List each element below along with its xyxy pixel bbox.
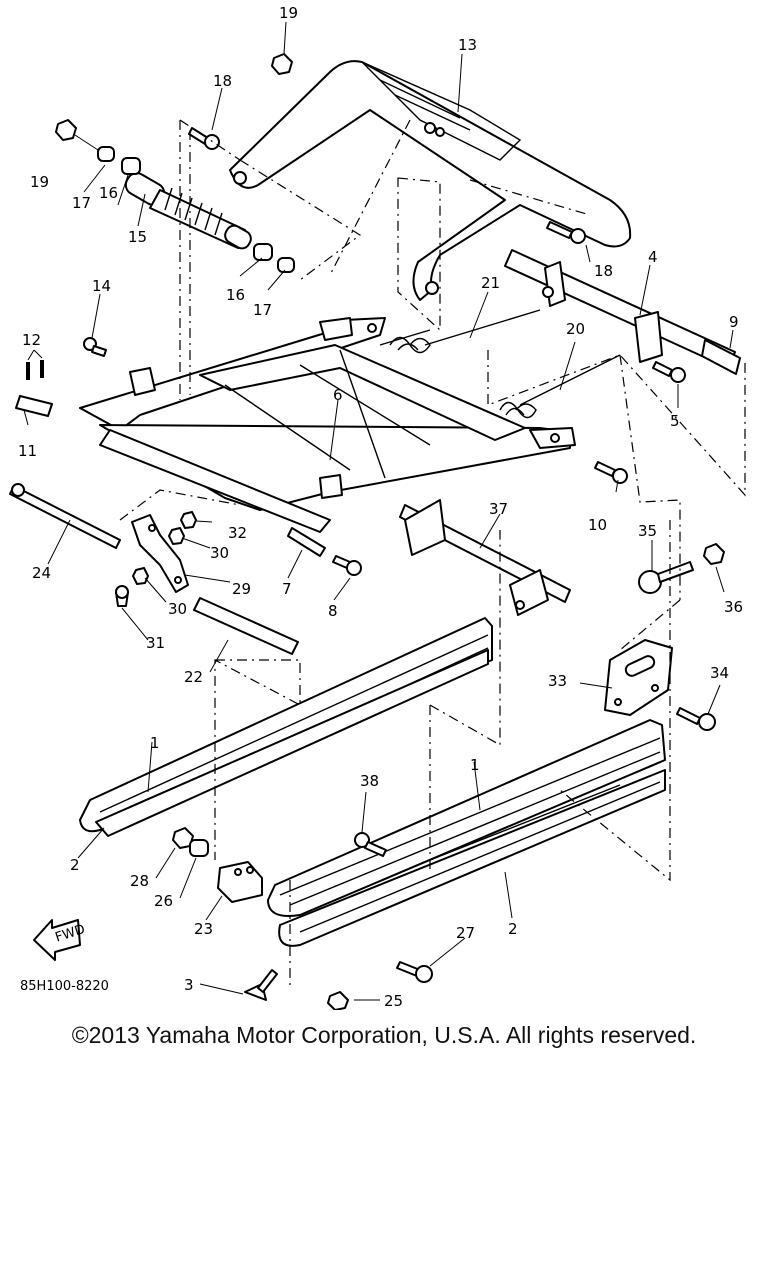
cap-12[interactable]	[26, 360, 44, 380]
callout-14: 14	[92, 277, 111, 295]
callout-16-right: 16	[226, 286, 245, 304]
bolt-31[interactable]	[115, 585, 129, 607]
eyebolt-35[interactable]	[638, 561, 694, 594]
callout-3: 3	[184, 976, 194, 994]
callout-9: 9	[729, 313, 739, 331]
callout-1-right: 1	[470, 756, 480, 774]
collar-16-right[interactable]	[253, 243, 273, 261]
pivot-shaft-11[interactable]	[15, 395, 53, 417]
callout-29: 29	[232, 580, 251, 598]
shaft-22[interactable]	[193, 597, 299, 655]
bolt-8[interactable]	[332, 555, 362, 576]
bolt-18-top[interactable]	[188, 127, 220, 150]
callout-5: 5	[670, 412, 680, 430]
callout-37: 37	[489, 500, 508, 518]
slide-runner-left[interactable]	[95, 649, 489, 837]
callout-13: 13	[458, 36, 477, 54]
rear-axle-shaft[interactable]	[504, 249, 741, 375]
nut-19-left[interactable]	[55, 119, 77, 141]
bracket-29[interactable]	[131, 514, 189, 593]
callout-18-right: 18	[594, 262, 613, 280]
collar-16-left[interactable]	[121, 157, 141, 175]
idler-axle-37[interactable]	[399, 499, 571, 616]
bolt-14[interactable]	[83, 337, 107, 357]
callout-34: 34	[710, 664, 729, 682]
callout-30-upper: 30	[210, 544, 229, 562]
callout-23: 23	[194, 920, 213, 938]
nut-25[interactable]	[327, 991, 349, 1010]
callout-32: 32	[228, 524, 247, 542]
bolt-5[interactable]	[652, 361, 686, 383]
callout-20: 20	[566, 320, 585, 338]
callout-18-top: 18	[213, 72, 232, 90]
callout-25: 25	[384, 992, 403, 1010]
callout-15: 15	[128, 228, 147, 246]
callout-28: 28	[130, 872, 149, 890]
nut-30-lower[interactable]	[132, 567, 149, 585]
callout-1-left: 1	[150, 734, 160, 752]
shaft-7[interactable]	[287, 527, 326, 557]
callout-19-left: 19	[30, 173, 49, 191]
slide-runner-right[interactable]	[278, 769, 666, 947]
callout-4: 4	[648, 248, 658, 266]
leader-lines	[23, 21, 734, 1001]
bolt-18-right[interactable]	[546, 221, 586, 244]
block-23[interactable]	[217, 861, 263, 903]
main-frame[interactable]	[79, 317, 576, 533]
callout-17-right: 17	[253, 301, 272, 319]
callout-33: 33	[548, 672, 567, 690]
forward-arrow-icon: FWD	[33, 919, 87, 961]
bolt-34[interactable]	[676, 707, 716, 731]
callout-19-top: 19	[279, 4, 298, 22]
callout-36: 36	[724, 598, 743, 616]
callout-31: 31	[146, 634, 165, 652]
bushing-17-left[interactable]	[97, 146, 115, 162]
nut-32[interactable]	[180, 511, 197, 529]
callout-12: 12	[22, 331, 41, 349]
drawing-code: 85H100-8220	[20, 979, 109, 994]
callout-24: 24	[32, 564, 51, 582]
callout-labels: 19 13 18 19 17 16 15 16 17 18 4 21 9 20 …	[18, 4, 743, 1010]
callout-8: 8	[328, 602, 338, 620]
callout-22: 22	[184, 668, 203, 686]
nut-19-top[interactable]	[271, 53, 293, 75]
exploded-parts-diagram: FWD	[9, 4, 746, 1010]
callout-17-left: 17	[72, 194, 91, 212]
callout-7: 7	[282, 580, 292, 598]
callout-2-right: 2	[508, 920, 518, 938]
torsion-spring-20[interactable]	[499, 354, 621, 419]
assembly-lines	[119, 119, 746, 990]
adjuster-plate-33[interactable]	[604, 639, 673, 716]
callout-6: 6	[333, 386, 343, 404]
callout-11: 11	[18, 442, 37, 460]
slide-rail-right[interactable]	[267, 719, 666, 917]
bolt-27[interactable]	[396, 961, 433, 983]
callout-21: 21	[481, 274, 500, 292]
callout-26: 26	[154, 892, 173, 910]
callout-16-left: 16	[99, 184, 118, 202]
callout-30-lower: 30	[168, 600, 187, 618]
callout-38: 38	[360, 772, 379, 790]
screw-3[interactable]	[244, 969, 278, 1001]
nut-36[interactable]	[703, 543, 725, 565]
callout-2-left: 2	[70, 856, 80, 874]
torsion-spring-21[interactable]	[379, 309, 541, 354]
callout-35: 35	[638, 522, 657, 540]
shock-absorber[interactable]	[122, 169, 254, 251]
nut-30-upper[interactable]	[168, 527, 185, 545]
callout-10: 10	[588, 516, 607, 534]
callout-27: 27	[456, 924, 475, 942]
bolt-38[interactable]	[354, 832, 387, 857]
collar-26[interactable]	[189, 839, 209, 857]
copyright-notice: ©2013 Yamaha Motor Corporation, U.S.A. A…	[71, 1022, 697, 1048]
rod-24[interactable]	[9, 483, 121, 549]
bolt-10[interactable]	[594, 461, 628, 484]
bushing-17-right[interactable]	[277, 257, 295, 273]
